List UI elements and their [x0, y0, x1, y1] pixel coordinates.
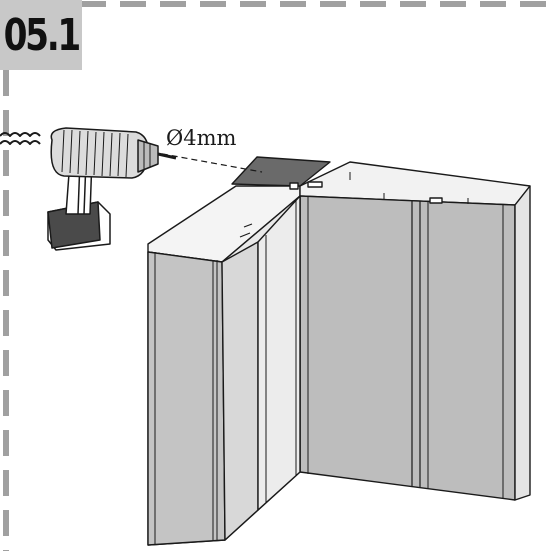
corner-cap-panel: [231, 156, 331, 187]
step-number: 05.1: [3, 9, 81, 61]
back-wall-face: [299, 195, 516, 501]
dashed-frame-border: [3, 1, 558, 551]
front-wall-edge: [221, 241, 259, 541]
front-wall-side: [257, 195, 301, 511]
drill-path-line: [151, 151, 263, 173]
back-wall-end: [514, 185, 531, 501]
power-drill-icon: [0, 127, 177, 251]
step-number-badge: 05.1: [0, 0, 82, 70]
wall-panel-assembly: [147, 156, 531, 546]
drill-bit-size-label: Ø4mm: [166, 126, 237, 150]
